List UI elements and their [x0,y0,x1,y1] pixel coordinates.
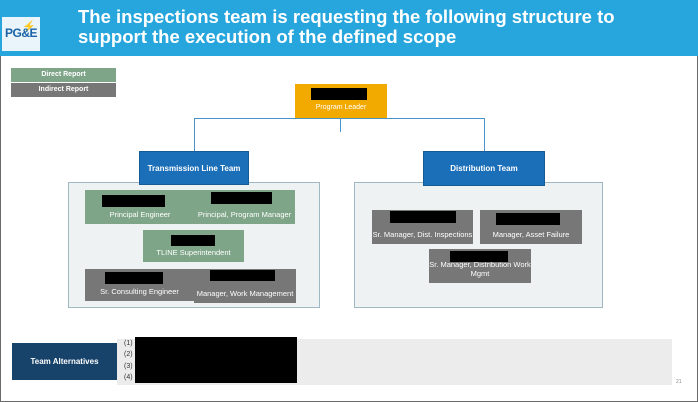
role-box-principal-program-manager: Principal, Program Manager [194,190,295,224]
logo-text: PG&E [5,26,38,40]
role-label: Sr. Consulting Engineer [100,286,179,296]
role-label: Principal, Program Manager [197,209,292,219]
redacted-name [311,88,367,100]
role-box-sr-manager-distribution-work-mgmt: Sr. Manager, Distribution Work Mgmt [429,249,531,283]
alternative-item: (2) [124,351,133,358]
program-leader-box: Program Leader [295,84,387,118]
legend-direct-report: Direct Report [11,68,116,82]
redacted-name [210,270,275,281]
distribution-roles-container: Sr. Manager, Dist. Inspections Manager, … [354,182,603,308]
connector-right-drop [484,118,485,151]
transmission-line-team-box: Transmission Line Team [139,151,249,185]
role-label: Sr. Manager, Dist. Inspections [372,229,473,239]
slide-title: The inspections team is requesting the f… [78,6,615,47]
pge-logo: ⚡ PG&E [2,17,40,51]
redacted-name [171,235,215,246]
alternative-item: (3) [124,363,133,370]
role-box-sr-consulting-engineer: Sr. Consulting Engineer [85,269,194,301]
connector-left-drop [194,118,195,151]
role-box-sr-manager-dist-inspections: Sr. Manager, Dist. Inspections [372,210,473,244]
redacted-name [105,272,163,284]
redacted-name [496,213,560,225]
alternative-item: (1) [124,340,133,347]
distribution-team-box: Distribution Team [423,151,545,186]
redacted-name [390,211,456,223]
team-alternatives-label: Team Alternatives [12,343,117,380]
role-label: Manager, Asset Failure [492,229,570,239]
role-label: Manager, Work Management [196,288,294,298]
role-box-principal-engineer: Principal Engineer [85,190,195,224]
role-label: TLINE Superintendent [156,247,231,257]
page-number: 21 [676,379,682,385]
role-box-manager-asset-failure: Manager, Asset Failure [480,210,582,244]
redacted-name [102,195,165,207]
alternative-item: (4) [124,374,133,381]
role-label: Principal Engineer [109,209,171,219]
connector-horizontal [194,118,484,119]
legend-indirect-report: Indirect Report [11,83,116,97]
redacted-alternatives [135,337,297,383]
program-leader-label: Program Leader [315,103,367,111]
redacted-name [450,251,508,262]
lightning-bolt-icon: ⚡ [22,21,36,33]
role-box-manager-work-management: Manager, Work Management [194,269,296,303]
redacted-name [211,192,272,204]
role-label: Sr. Manager, Distribution Work Mgmt [429,260,531,278]
transmission-roles-container: Principal Engineer Principal, Program Ma… [68,182,320,308]
role-box-tline-superintendent: TLINE Superintendent [143,230,244,262]
header-banner: ⚡ PG&E The inspections team is requestin… [0,0,698,56]
connector-leader-down [340,118,341,132]
